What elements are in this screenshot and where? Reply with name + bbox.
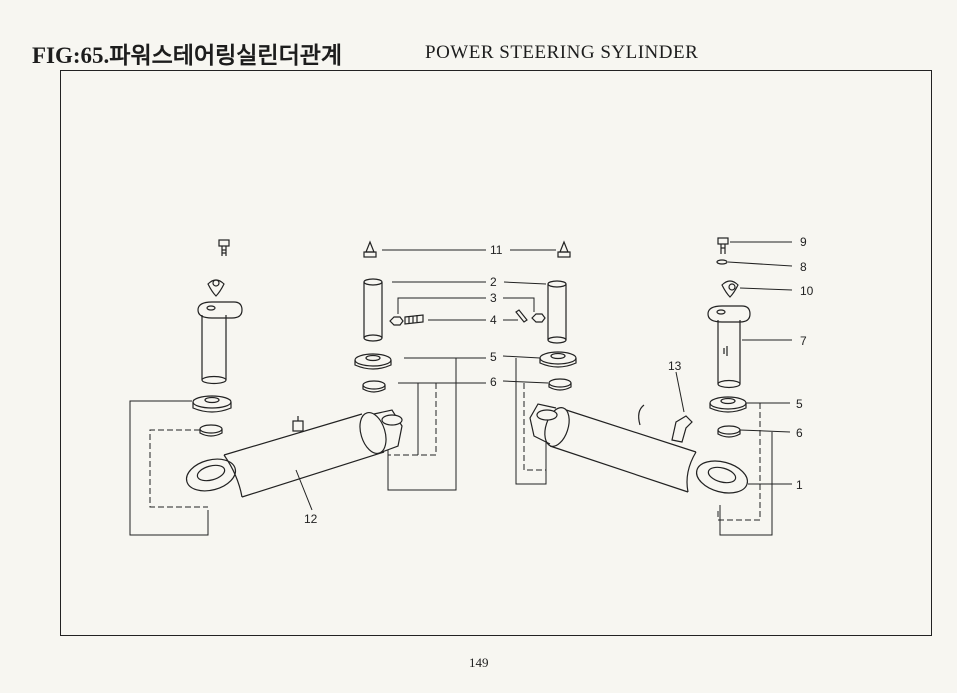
callout-5-right: 5 [796, 397, 803, 411]
nut-bolt-right [515, 309, 546, 323]
center-leader-lines [382, 249, 556, 491]
callout-6-center: 6 [490, 375, 497, 389]
callout-3: 3 [490, 291, 497, 305]
right-assembly [295, 237, 793, 536]
left-cylinder [185, 409, 403, 498]
nipple-11-left [363, 240, 377, 258]
left-pin [201, 315, 227, 385]
left-ring-6 [199, 424, 223, 437]
center-parts [354, 240, 577, 491]
seal-5-center-right [539, 351, 577, 368]
left-assembly [129, 239, 403, 536]
ring-6-center-right [548, 378, 572, 391]
right-nipple-10 [721, 280, 739, 298]
callout-12: 12 [304, 512, 318, 526]
callout-11: 11 [490, 243, 503, 257]
callout-6-right: 6 [796, 426, 803, 440]
nut-bolt-left [389, 314, 424, 326]
callout-10: 10 [800, 284, 814, 298]
callout-8: 8 [800, 260, 807, 274]
figure-title: FIG:65.파워스테어링실린더관계 [32, 43, 343, 68]
callout-9: 9 [800, 235, 807, 249]
english-title: POWER STEERING SYLINDER [425, 42, 699, 63]
callout-2: 2 [490, 275, 497, 289]
pin-2-right [547, 280, 567, 344]
callout-13: 13 [668, 359, 682, 373]
pin-2-left [363, 278, 383, 342]
right-ring-6 [717, 425, 741, 438]
nipple-11-right [557, 240, 571, 258]
left-bolt [218, 239, 230, 256]
left-bracket-plate [197, 301, 243, 319]
right-bolt-9 [717, 237, 729, 254]
ring-6-center-left [362, 380, 386, 393]
left-bracket-lines [129, 400, 209, 536]
callout-4: 4 [490, 313, 497, 327]
callout-5-center: 5 [490, 350, 497, 364]
right-cylinder [529, 403, 749, 494]
left-seal-5 [192, 395, 232, 413]
right-leader-lines [295, 241, 793, 536]
right-pin-7 [707, 305, 751, 389]
diagram-frame [60, 70, 932, 636]
callout-7: 7 [800, 334, 807, 348]
right-washer-8 [716, 259, 728, 265]
page-number: 149 [469, 655, 489, 670]
callout-1: 1 [796, 478, 803, 492]
seal-5-center-left [354, 353, 392, 370]
right-seal-5 [709, 396, 747, 413]
left-grease-nipple [207, 279, 225, 297]
